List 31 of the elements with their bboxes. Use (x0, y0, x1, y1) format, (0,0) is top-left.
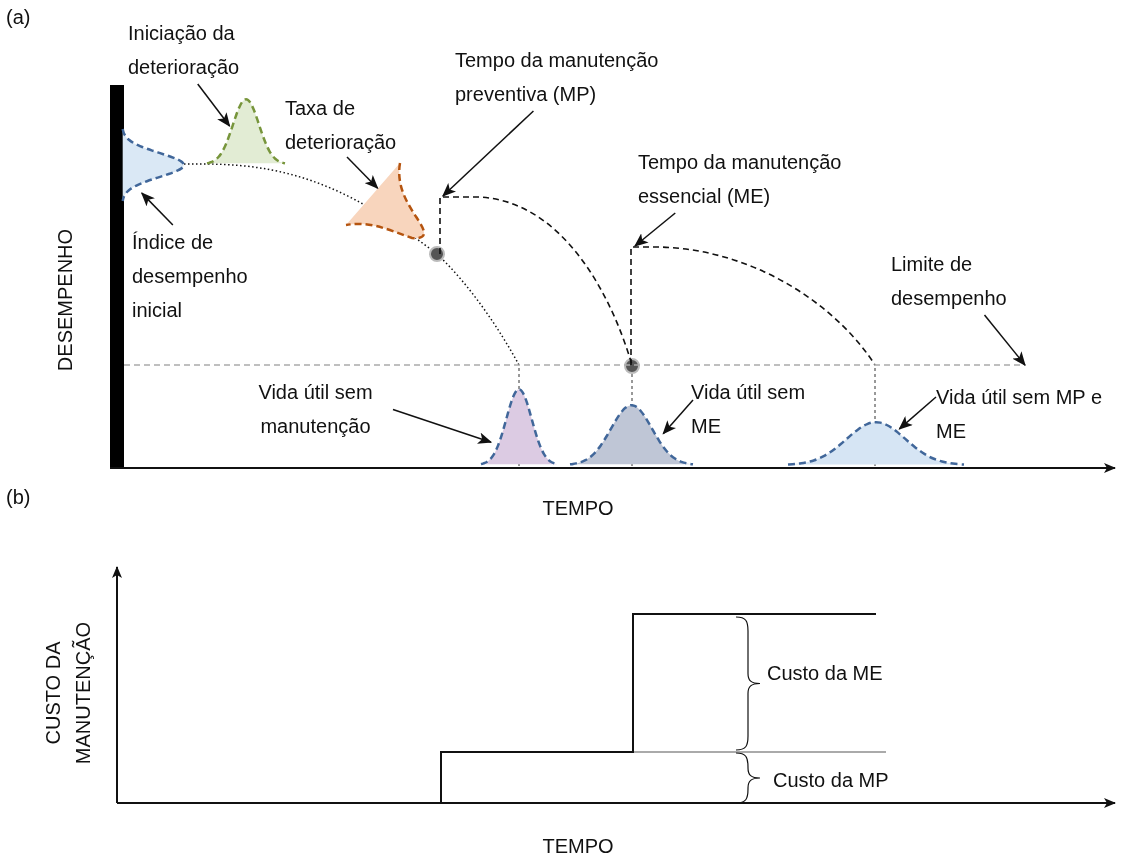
annotation-text: Vida útil sem MP e ME (936, 385, 1103, 444)
annotation-text: Tempo da manutenção essencial (ME) (638, 150, 843, 209)
leader-arrow (392, 408, 493, 444)
annotation-text: Tempo da manutenção preventiva (MP) (455, 48, 660, 107)
axis-title: TEMPO (542, 834, 614, 857)
annotation-text: Vida útil sem manutenção (257, 380, 374, 439)
panel-label: (a) (6, 5, 31, 30)
panel-label: (b) (6, 485, 31, 510)
leader-arrow (662, 399, 694, 435)
annotation-text: Limite de desempenho (891, 252, 1008, 311)
distribution-curve (120, 127, 186, 203)
leader-arrow (197, 83, 231, 127)
leader-arrow (346, 156, 379, 190)
distribution-curve (205, 97, 287, 166)
performance-limit-line (124, 363, 1025, 367)
annotation-text: Taxa de deterioração (285, 96, 398, 155)
annotation-text: Vida útil sem ME (691, 380, 807, 439)
distribution-curve (786, 420, 966, 467)
axis-title: TEMPO (542, 496, 614, 521)
axis-title: CUSTO DA MANUTENÇÃO (41, 620, 95, 767)
distribution-curve (344, 161, 426, 241)
leader-arrow (140, 192, 174, 226)
annotation-text: Iniciação da deterioração (128, 21, 241, 80)
leader-arrow (442, 110, 535, 197)
leader-arrow (983, 314, 1026, 366)
axis-title: DESEMPENHO (53, 227, 77, 374)
brace-label: Custo da MP (773, 768, 889, 793)
leader-arrow (634, 212, 676, 247)
annotation-text: Índice de desempenho inicial (132, 230, 249, 323)
leader-arrow (898, 396, 937, 430)
brace-label: Custo da ME (767, 661, 883, 686)
